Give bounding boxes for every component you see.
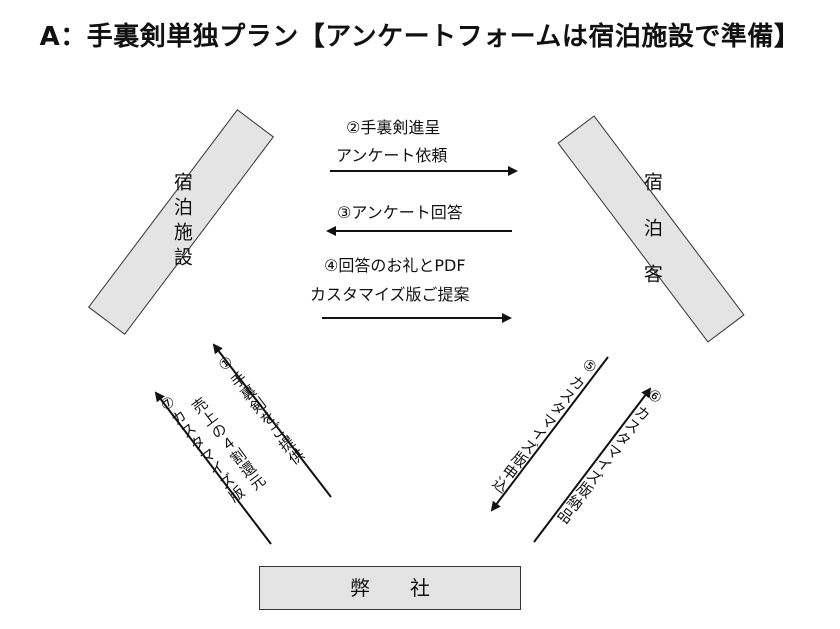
flow-4-label-line1: ④回答のお礼とPDF [324, 256, 466, 275]
flow-2-label-line1: ②手裏剣進呈 [346, 118, 441, 137]
arrow-1-to-facility [212, 343, 332, 498]
company-label: 弊 社 [350, 575, 430, 600]
flow-4-label-line2: カスタマイズ版ご提案 [310, 285, 470, 304]
facility-label: 宿泊施設 [170, 172, 193, 272]
flow-2-label-line2: アンケート依頼 [336, 146, 448, 165]
page-title: A：手裏剣単独プラン【アンケートフォームは宿泊施設で準備】 [39, 22, 801, 52]
arrow-5-to-company [490, 356, 609, 512]
company-box: 弊 社 [259, 566, 521, 610]
flow-3-label: ③アンケート回答 [337, 203, 463, 222]
guest-label: 宿 泊 客 [640, 171, 663, 287]
arrow-7-to-facility [154, 391, 272, 545]
arrow-6-to-guest [533, 387, 652, 543]
